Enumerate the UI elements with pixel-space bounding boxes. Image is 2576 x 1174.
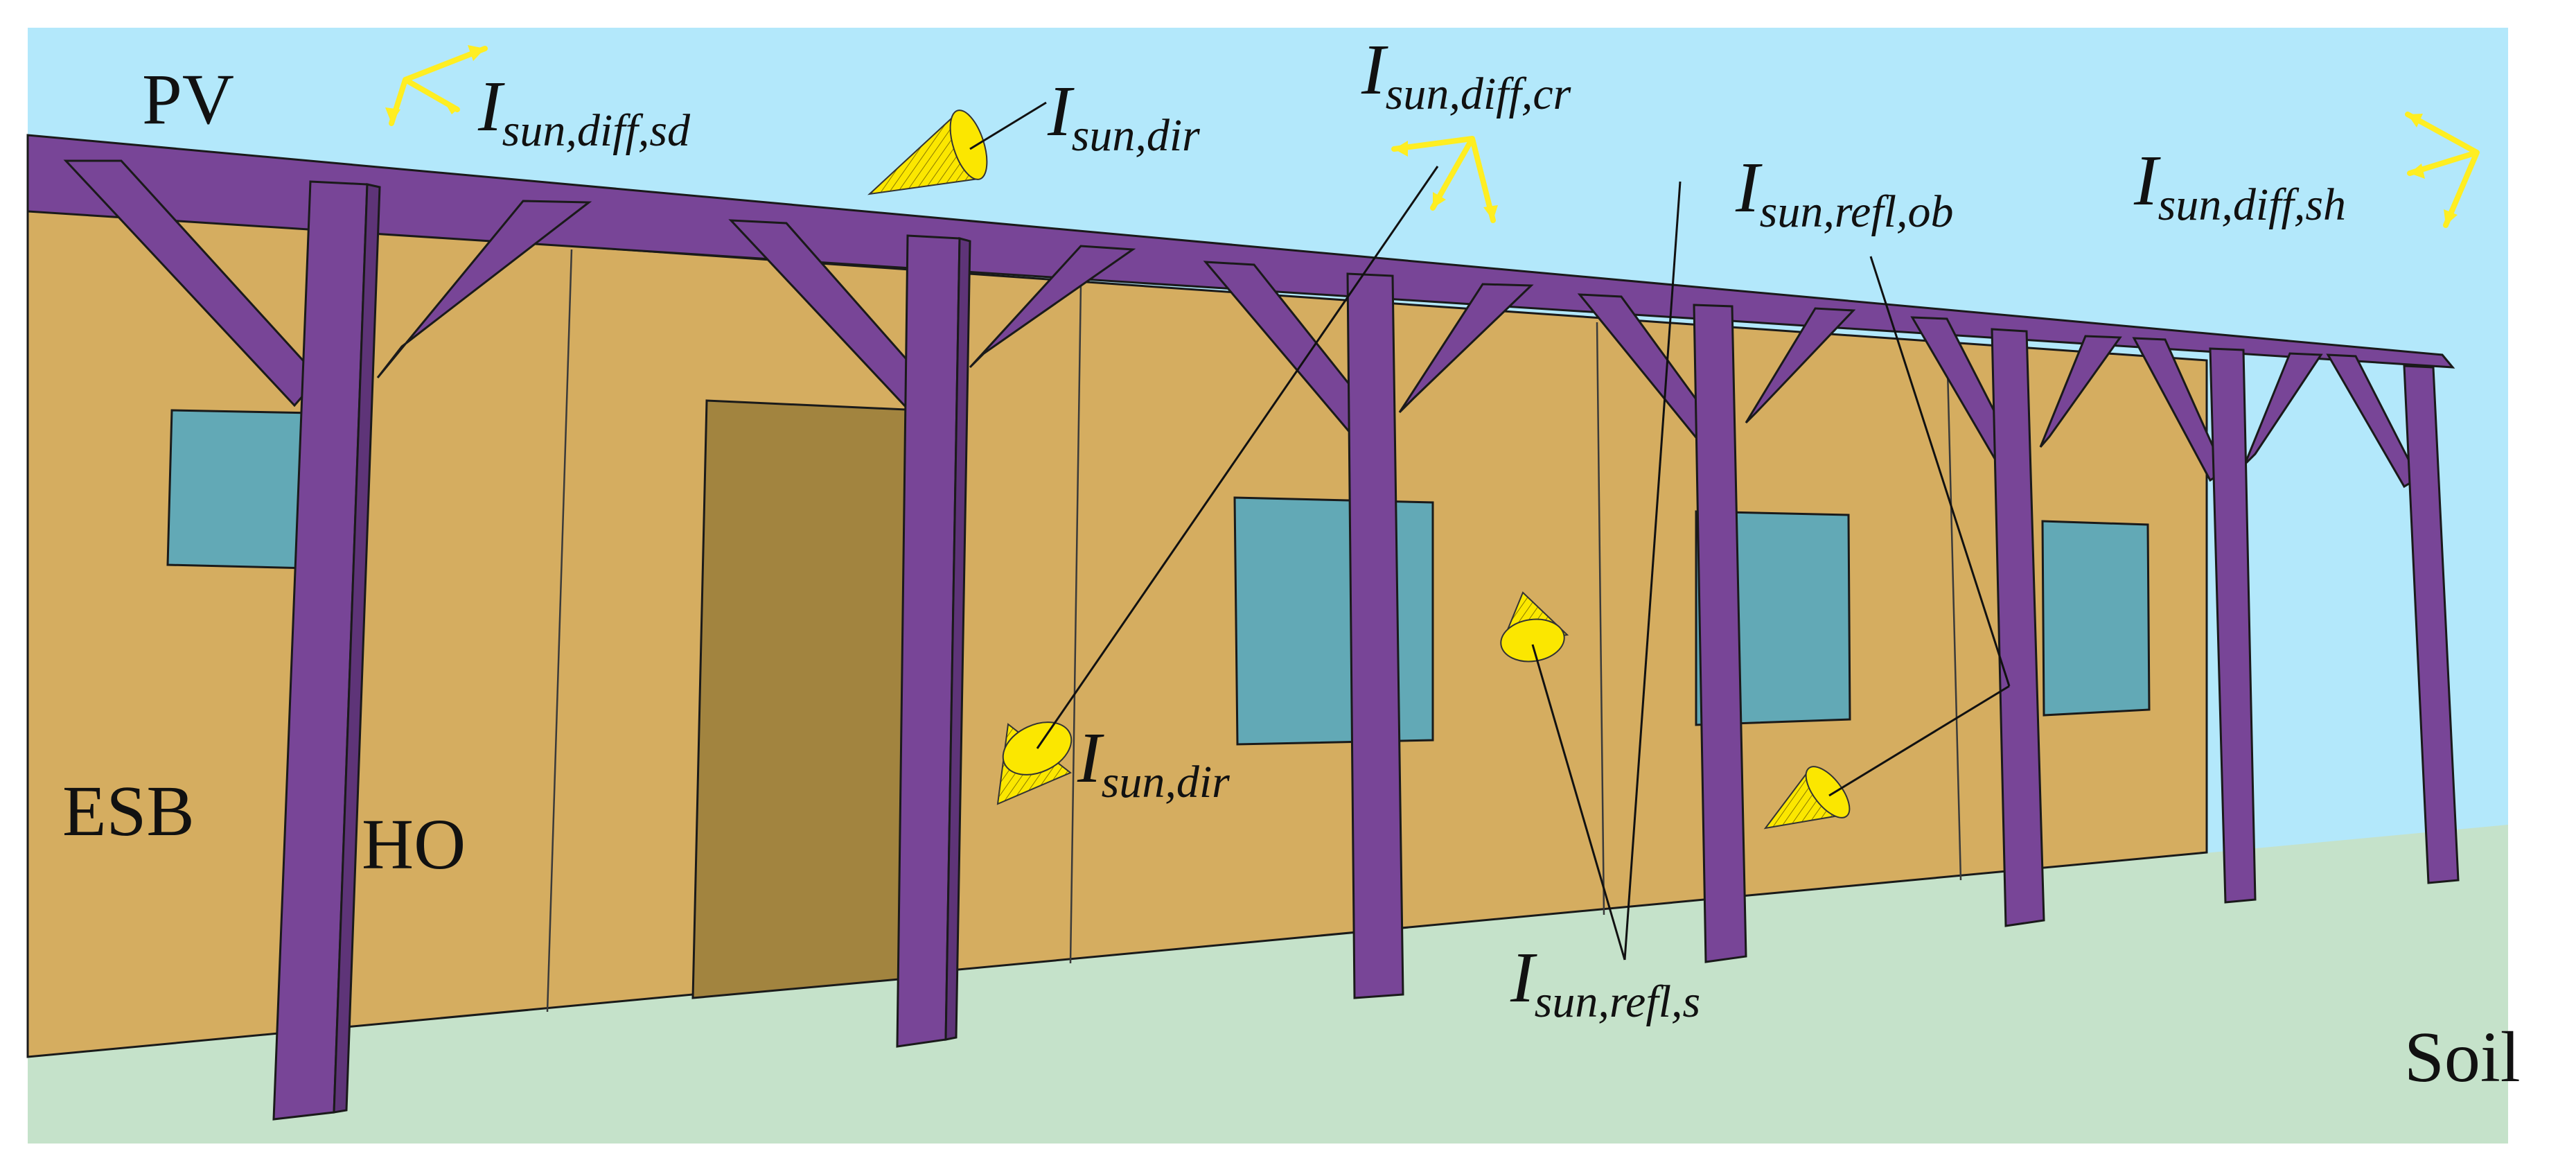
pergola-post xyxy=(63,159,592,1121)
leader-line xyxy=(1623,181,1682,961)
pergola-post xyxy=(728,219,1136,1048)
pv-label: PV xyxy=(142,60,234,139)
irradiance-dir-mid-label: Isun,dir xyxy=(1077,718,1230,807)
soil-ground xyxy=(28,825,2508,1144)
diffuse-ray-arrows-sd xyxy=(385,45,488,126)
window xyxy=(2041,520,2151,717)
irradiance-diff-sd-label: Isun,diff,sd xyxy=(477,67,691,156)
irradiance-diff-sh-label: Isun,diff,sh xyxy=(2133,141,2346,230)
wall-seam xyxy=(1946,342,1962,881)
irradiance-diff-cr-label: Isun,diff,cr xyxy=(1361,30,1571,119)
pergola-post xyxy=(2326,353,2460,884)
reflected-soil-cone xyxy=(1500,591,1569,663)
ho-label: HO xyxy=(362,805,466,884)
reflected-obstacle-cone xyxy=(1763,766,1851,830)
pergola-post xyxy=(1910,316,2122,927)
door xyxy=(691,399,923,999)
leader-line xyxy=(1869,256,2011,687)
pergola-post xyxy=(2132,337,2323,904)
pergola-post xyxy=(1577,293,1856,963)
wall-seam xyxy=(1069,283,1082,964)
wall-seam xyxy=(1596,322,1605,915)
diffuse-ray-arrows-cr xyxy=(1391,136,1498,223)
diffuse-ray-arrows-sh xyxy=(2405,112,2480,228)
leader-line xyxy=(969,101,1047,150)
pergola-post xyxy=(1203,261,1534,999)
irradiance-dir-top-label: Isun,dir xyxy=(1047,71,1200,161)
wall-seam xyxy=(546,249,573,1013)
leader-line xyxy=(1828,685,2010,797)
soil-label: Soil xyxy=(2404,1017,2521,1097)
leader-line xyxy=(1036,166,1439,749)
leader-line xyxy=(1531,644,1626,961)
window xyxy=(1233,496,1434,746)
esb-label: ESB xyxy=(62,771,195,851)
irradiance-refl-s-label: Isun,refl,s xyxy=(1510,938,1700,1027)
window xyxy=(166,409,315,570)
irradiance-refl-ob-label: Isun,refl,ob xyxy=(1735,148,1954,237)
